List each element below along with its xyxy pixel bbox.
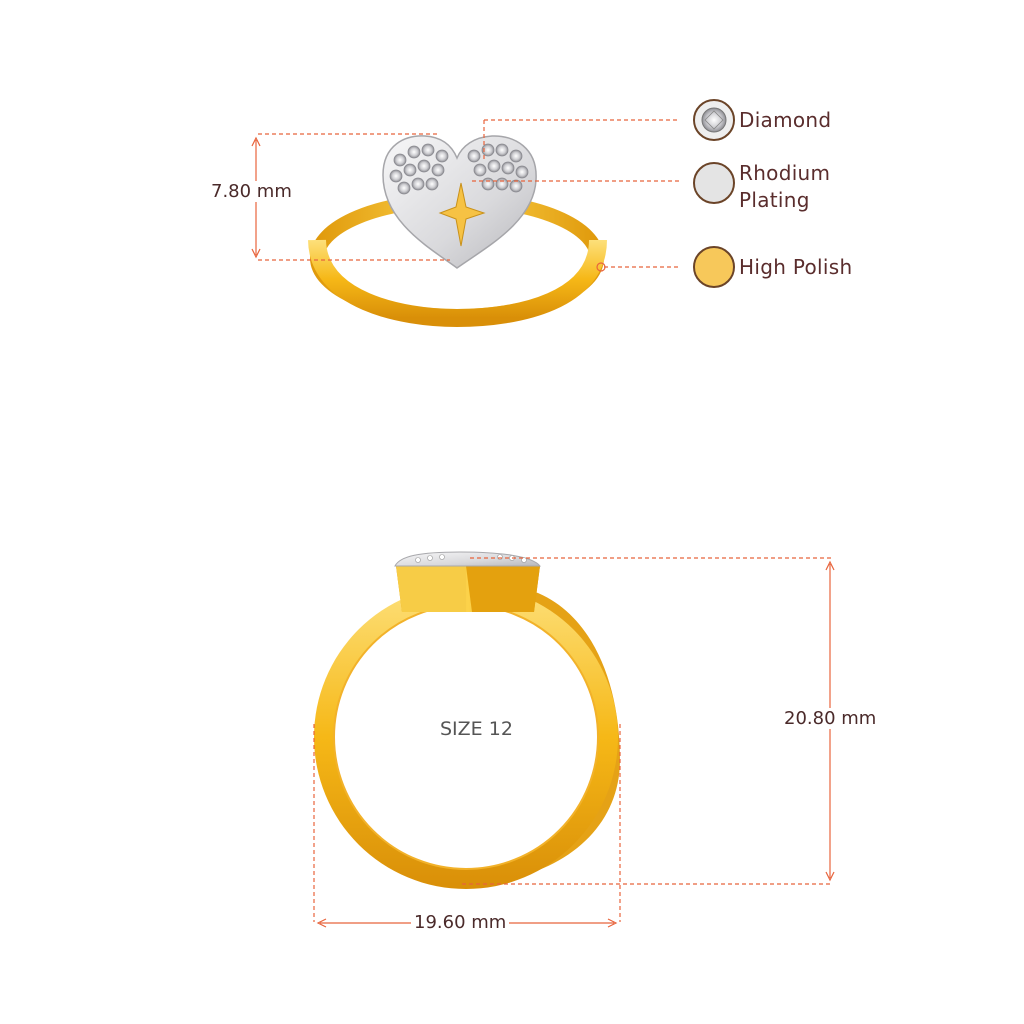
diamond-swatch-icon — [693, 99, 735, 141]
dimension-side-width: 19.60 mm — [411, 912, 510, 933]
legend-label-diamond: Diamond — [739, 108, 832, 132]
side-dimension-lines — [313, 557, 835, 928]
dimension-side-height: 20.80 mm — [781, 708, 880, 729]
dimension-top-height: 7.80 mm — [208, 181, 295, 202]
gold-swatch-icon — [693, 246, 735, 288]
rhodium-swatch-icon — [693, 162, 735, 204]
ring-inner — [334, 605, 598, 869]
legend-label-rhodium: Rhodium Plating — [739, 161, 831, 212]
legend-label-high-polish: High Polish — [739, 255, 853, 279]
ring-band-front — [308, 239, 607, 328]
star-cutout — [438, 182, 486, 247]
ring-size-label: SIZE 12 — [440, 718, 513, 740]
ring-top-view — [308, 135, 607, 328]
ring-side-view — [314, 551, 620, 889]
pave-diamonds — [389, 143, 529, 195]
